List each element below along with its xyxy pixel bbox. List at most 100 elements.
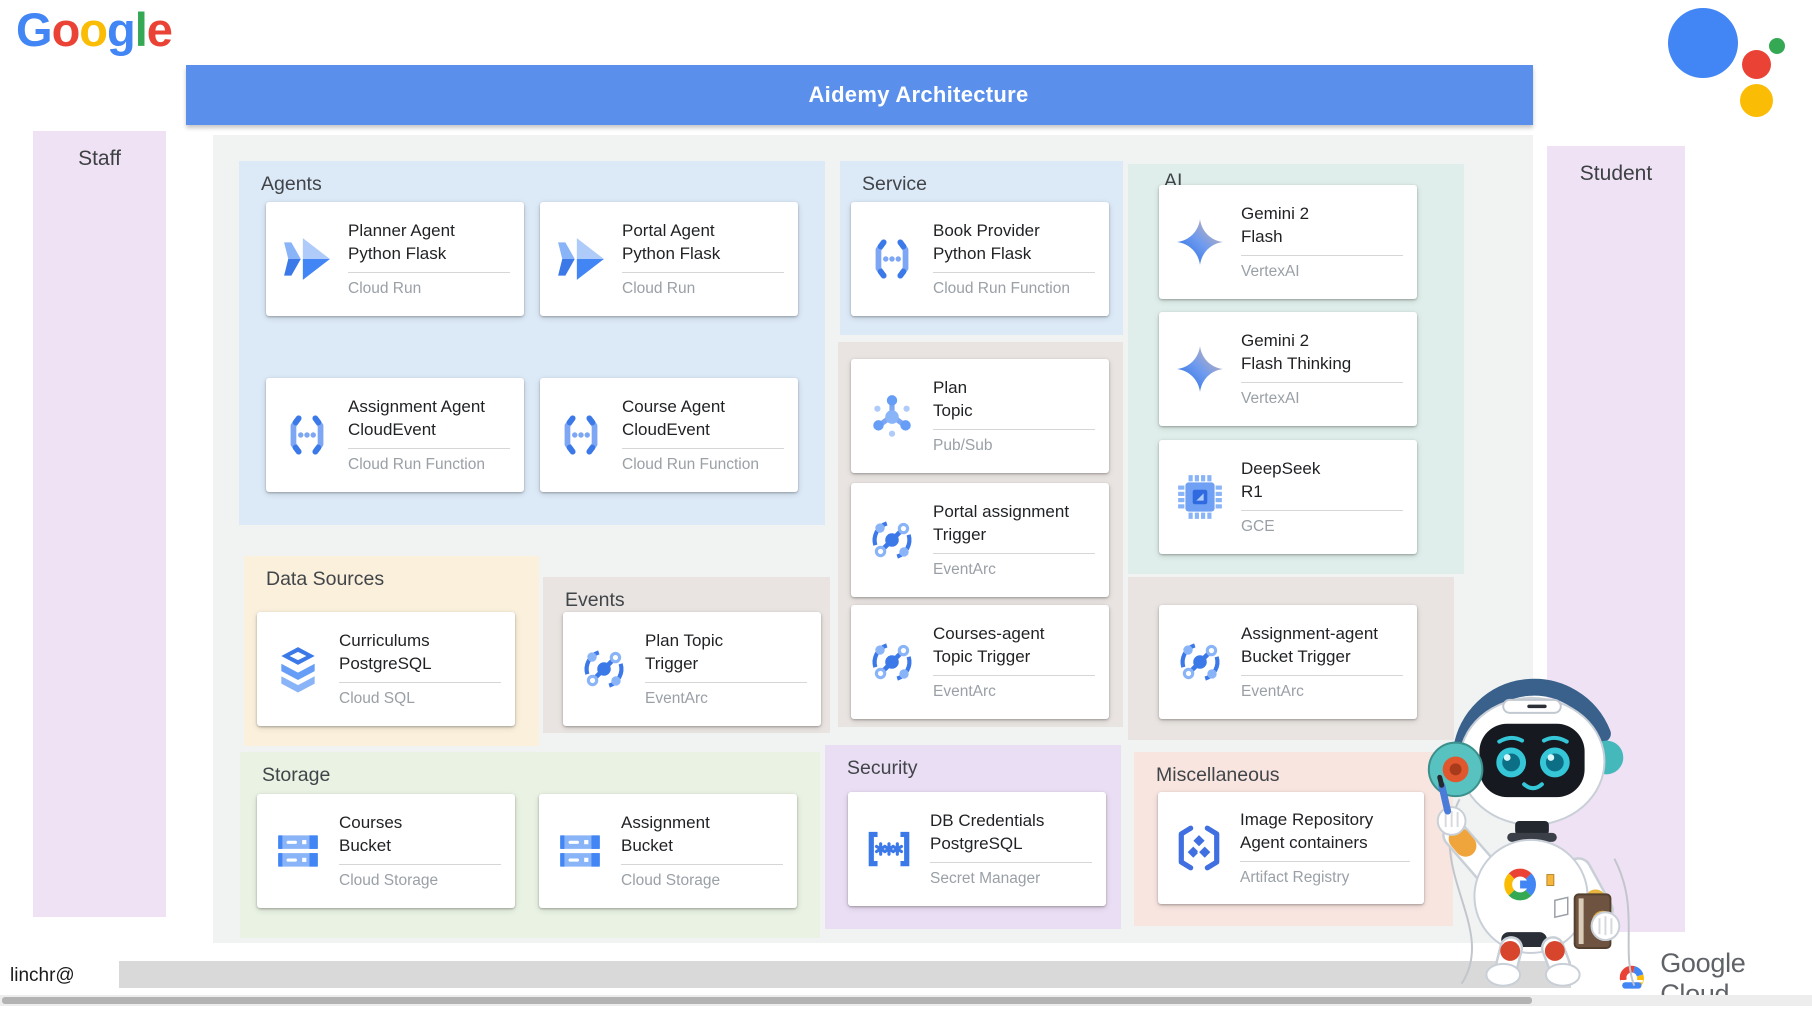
bottom-scrollbar-track[interactable] [0, 995, 1812, 1006]
card-subtitle: Cloud Run [622, 280, 696, 298]
footer-progress-bar[interactable] [119, 961, 1571, 988]
card-subtitle: EventArc [933, 683, 996, 701]
card-title: Assignment-agent [1241, 623, 1379, 643]
card-subtitle: Secret Manager [930, 870, 1041, 888]
card-subtitle: Cloud Storage [621, 872, 721, 890]
card-title-line2: Trigger [933, 524, 987, 544]
card-title: Book Provider [933, 220, 1040, 240]
card-title-line2: Topic Trigger [933, 646, 1031, 666]
card-subtitle: VertexAI [1241, 390, 1300, 408]
card-title: Courses [339, 812, 403, 832]
card-title-line2: Bucket [621, 835, 673, 855]
cloud-sql-icon [273, 644, 323, 694]
cloud-run-function-icon [282, 410, 332, 460]
card-subtitle: Cloud Run Function [348, 456, 485, 474]
google-logo-letter: l [134, 3, 148, 56]
card-subtitle: GCE [1241, 518, 1275, 536]
google-logo-letter: g [107, 3, 136, 56]
page-title-banner: Aidemy Architecture [186, 65, 1533, 125]
gemini-icon [1175, 344, 1225, 394]
card-subtitle: Cloud Run [348, 280, 422, 298]
card-title-line2: R1 [1241, 481, 1263, 501]
card-title: Image Repository [1240, 809, 1374, 829]
section-agents-label: Agents [261, 173, 322, 195]
staff-lane-label: Staff [78, 147, 121, 170]
card-subtitle: EventArc [645, 690, 708, 708]
card-title: Portal Agent [622, 220, 715, 240]
card-title-line2: PostgreSQL [930, 833, 1023, 853]
card-subtitle: Cloud Run Function [933, 280, 1070, 298]
robot-mascot-illustration [1427, 678, 1636, 987]
google-logo-letter: G [16, 3, 53, 56]
card-title-line2: Python Flask [933, 243, 1032, 263]
section-data-sources-label: Data Sources [266, 568, 385, 590]
card-title-line2: CloudEvent [622, 419, 710, 439]
card-title: Plan Topic [645, 630, 724, 650]
card-title: Gemini 2 [1241, 330, 1310, 350]
cloud-run-icon [556, 234, 606, 284]
card-title: Assignment [621, 812, 710, 832]
card-title-line2: Topic [933, 400, 973, 420]
card-title-line2: CloudEvent [348, 419, 436, 439]
card-title-line2: Bucket [339, 835, 391, 855]
card-subtitle: Pub/Sub [933, 437, 993, 455]
card-subtitle: EventArc [933, 561, 996, 579]
google-logo: Google [16, 3, 173, 56]
staff-lane: Staff [33, 131, 166, 917]
pubsub-icon [867, 391, 917, 441]
artifact-registry-icon [1174, 823, 1224, 873]
eventarc-icon [579, 644, 629, 694]
eventarc-icon [1175, 637, 1225, 687]
cloud-run-function-icon [556, 410, 606, 460]
card-title: Plan [933, 377, 968, 397]
assistant-red-dot [1742, 50, 1771, 79]
card-title: Courses-agent [933, 623, 1045, 643]
card-title: DeepSeek [1241, 458, 1321, 478]
card-subtitle: Cloud SQL [339, 690, 415, 708]
google-logo-letter: o [79, 3, 108, 56]
card-title: Portal assignment [933, 501, 1070, 521]
card-gemini-flash-thinking[interactable]: Gemini 2 Flash Thinking VertexAI [1159, 312, 1417, 426]
gemini-icon [1175, 217, 1225, 267]
card-subtitle: Cloud Run Function [622, 456, 759, 474]
card-title-line2: Agent containers [1240, 832, 1368, 852]
student-lane-label: Student [1579, 162, 1653, 185]
card-title: Gemini 2 [1241, 203, 1310, 223]
cloud-storage-icon [273, 826, 323, 876]
card-subtitle: Cloud Storage [339, 872, 439, 890]
eventarc-icon [867, 637, 917, 687]
assistant-blue-dot [1668, 8, 1738, 78]
google-logo-letter: o [51, 3, 81, 56]
secret-manager-icon [864, 824, 914, 874]
card-title-line2: Flash Thinking [1241, 353, 1352, 373]
cloud-run-icon [282, 234, 332, 284]
cloud-run-function-icon [867, 234, 917, 284]
card-title-line2: Trigger [645, 653, 699, 673]
cloud-storage-icon [555, 826, 605, 876]
bottom-scrollbar-thumb[interactable] [2, 997, 1532, 1004]
section-storage-label: Storage [262, 764, 331, 786]
section-service-label: Service [862, 173, 928, 195]
card-title: Planner Agent [348, 220, 455, 240]
card-title-line2: Flash [1241, 226, 1283, 246]
eventarc-icon [867, 515, 917, 565]
card-title-line2: Bucket Trigger [1241, 646, 1351, 666]
card-subtitle: Artifact Registry [1240, 869, 1350, 887]
